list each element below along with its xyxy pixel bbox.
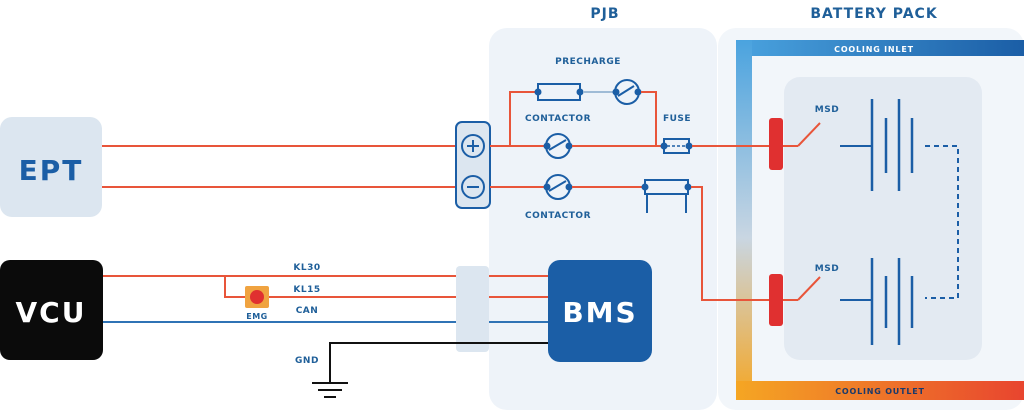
kl30-label: KL30 — [293, 263, 320, 273]
battery-cells-top-icon — [870, 99, 914, 191]
msd-bottom-switch — [797, 276, 821, 301]
bms-block — [548, 260, 652, 362]
pjb-title: PJB — [590, 6, 619, 22]
minus-terminal-icon — [461, 175, 485, 199]
cell-module-area — [784, 77, 982, 360]
current-shunt-icon — [644, 179, 689, 195]
contactor-top-label: CONTACTOR — [525, 114, 591, 124]
ground-symbol-icon — [312, 382, 348, 398]
emg-label: EMG — [246, 312, 268, 321]
msd-top-label: MSD — [815, 105, 839, 115]
cooling-outlet-label: COOLING OUTLET — [835, 387, 925, 396]
emg-button-knob-icon — [250, 290, 264, 304]
kl15-label: KL15 — [293, 285, 320, 295]
precharge-label: PRECHARGE — [555, 57, 621, 67]
contactor-bottom-label: CONTACTOR — [525, 211, 591, 221]
pjb-panel — [489, 28, 717, 410]
vcu-block — [0, 260, 103, 360]
precharge-branch-wire — [509, 91, 538, 146]
cooling-inlet-pipe — [736, 40, 1024, 56]
fuse-label: FUSE — [663, 114, 691, 124]
vcu-label: VCU — [16, 296, 87, 329]
gnd-wire — [329, 342, 548, 383]
battery-cells-bottom-icon — [870, 258, 914, 345]
cooling-inlet-label: COOLING INLET — [834, 45, 914, 54]
cooling-side-pipe — [736, 40, 752, 400]
msd-bottom-connector — [769, 274, 783, 326]
msd-top-connector — [769, 118, 783, 170]
battery-pack-title: BATTERY PACK — [810, 6, 938, 22]
kl15-wire — [224, 276, 456, 298]
cooling-outlet-pipe — [736, 381, 1024, 400]
lv-connector — [456, 266, 489, 352]
gnd-label: GND — [295, 356, 319, 366]
plus-terminal-icon — [461, 134, 485, 158]
precharge-resistor — [537, 83, 581, 101]
ept-label: EPT — [19, 154, 84, 187]
msd-bottom-label: MSD — [815, 264, 839, 274]
can-label: CAN — [296, 306, 319, 316]
bms-label: BMS — [562, 296, 637, 329]
ept-block — [0, 117, 102, 217]
negative-to-msd-wire — [691, 186, 770, 301]
msd-top-switch — [797, 122, 821, 147]
hv-terminal-block — [455, 121, 491, 209]
